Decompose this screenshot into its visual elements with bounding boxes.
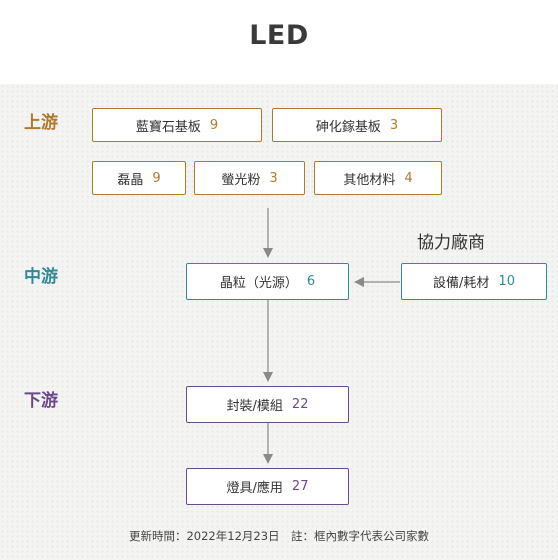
node-count: 9 [152, 170, 161, 186]
node-label: 設備/耗材 [433, 276, 490, 291]
node-count: 9 [209, 117, 219, 133]
page-title: LED [249, 20, 309, 51]
node-lighting-application[interactable]: 燈具/應用 27 [186, 468, 349, 505]
stage-label-midstream: 中游 [24, 267, 58, 287]
node-gaas-substrate[interactable]: 砷化鎵基板 3 [272, 108, 442, 142]
footer-note: 更新時間：2022年12月23日 註：框內數字代表公司家數 [128, 529, 430, 543]
node-packaging-module[interactable]: 封裝/模組 22 [186, 386, 349, 423]
node-label: 晶粒（光源） [219, 276, 298, 291]
node-other-materials[interactable]: 其他材料 4 [314, 161, 442, 195]
node-label: 磊晶 [117, 172, 144, 188]
node-count: 22 [291, 397, 309, 412]
node-sapphire-substrate[interactable]: 藍寶石基板 9 [92, 108, 262, 142]
partners-heading: 協力廠商 [417, 233, 485, 253]
node-equipment-consumables[interactable]: 設備/耗材 10 [401, 263, 547, 300]
node-label: 螢光粉 [221, 172, 261, 188]
stage-label-downstream: 下游 [24, 391, 58, 411]
node-label: 其他材料 [343, 172, 396, 188]
node-epitaxy[interactable]: 磊晶 9 [92, 161, 186, 195]
stage-label-upstream: 上游 [24, 113, 58, 133]
node-phosphor[interactable]: 螢光粉 3 [194, 161, 305, 195]
node-count: 27 [291, 479, 309, 494]
node-count: 10 [498, 274, 515, 289]
node-label: 砷化鎵基板 [315, 119, 381, 135]
node-count: 3 [269, 170, 278, 186]
node-count: 4 [404, 170, 413, 186]
node-label: 燈具/應用 [226, 481, 283, 496]
node-count: 3 [389, 117, 399, 133]
node-led-chip[interactable]: 晶粒（光源） 6 [186, 263, 349, 300]
node-label: 封裝/模組 [226, 399, 283, 414]
node-count: 6 [306, 274, 316, 289]
node-label: 藍寶石基板 [135, 119, 201, 135]
